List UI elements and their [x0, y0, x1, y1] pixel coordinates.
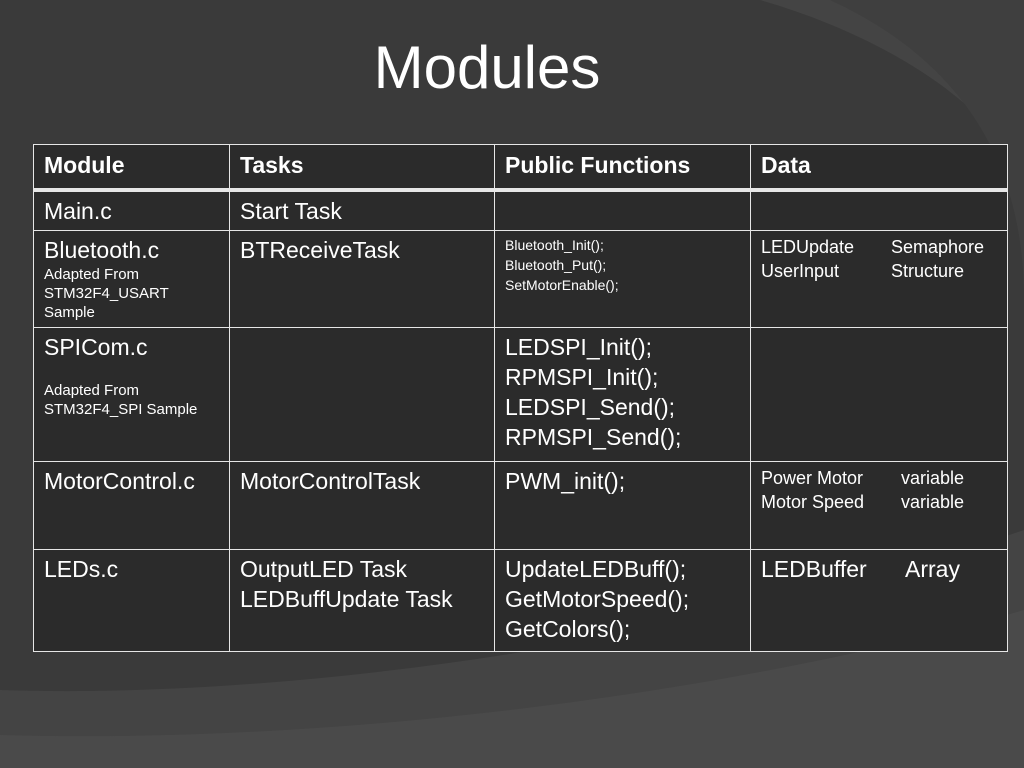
cell-module: MotorControl.c: [33, 460, 230, 550]
data-item: UserInput Structure: [761, 259, 998, 283]
header-tasks: Tasks: [229, 144, 495, 192]
function-item: RPMSPI_Init();: [505, 363, 659, 390]
module-name: Bluetooth.c: [44, 236, 160, 263]
cell-functions: Bluetooth_Init(); Bluetooth_Put(); SetMo…: [494, 229, 751, 328]
task-item: BTReceiveTask: [240, 236, 400, 263]
function-item: SetMotorEnable();: [505, 276, 619, 293]
data-type: Structure: [891, 260, 965, 281]
data-name: UserInput: [761, 260, 840, 281]
function-item: RPMSPI_Send();: [505, 423, 682, 450]
header-public-functions: Public Functions: [494, 144, 751, 192]
data-item: Motor Speed variable: [761, 490, 998, 514]
module-note: STM32F4_SPI Sample: [44, 400, 198, 418]
cell-tasks: BTReceiveTask: [229, 229, 495, 328]
data-item: Power Motor variable: [761, 466, 998, 490]
module-note: Adapted From: [44, 265, 140, 283]
cell-functions: UpdateLEDBuff(); GetMotorSpeed(); GetCol…: [494, 548, 751, 652]
task-item: Start Task: [240, 198, 342, 224]
function-item: LEDSPI_Init();: [505, 333, 652, 360]
cell-functions: [494, 189, 751, 231]
cell-tasks: OutputLED Task LEDBuffUpdate Task: [229, 548, 495, 652]
data-type: Semaphore: [891, 236, 985, 257]
module-note: Adapted From: [44, 381, 140, 399]
module-note: STM32F4_USART: [44, 284, 169, 302]
data-name: LEDUpdate: [761, 236, 855, 257]
function-item: Bluetooth_Put();: [505, 256, 607, 273]
cell-data: [750, 326, 1008, 462]
cell-tasks: MotorControlTask: [229, 460, 495, 550]
data-name: Motor Speed: [761, 491, 865, 512]
data-type: Array: [905, 555, 960, 582]
modules-table: Module Tasks Public Functions Data Main.…: [33, 144, 1008, 652]
function-item: Bluetooth_Init();: [505, 236, 604, 253]
data-type: variable: [901, 467, 965, 488]
function-item: GetColors();: [505, 615, 631, 642]
cell-data: Power Motor variable Motor Speed variabl…: [750, 460, 1008, 550]
header-data: Data: [750, 144, 1008, 192]
function-item: GetMotorSpeed();: [505, 585, 690, 612]
task-item: LEDBuffUpdate Task: [240, 585, 453, 612]
cell-data: LEDUpdate Semaphore UserInput Structure: [750, 229, 1008, 328]
module-name: MotorControl.c: [44, 467, 195, 494]
task-item: MotorControlTask: [240, 467, 421, 494]
table-row-main: Main.c Start Task: [33, 189, 1008, 231]
table-row-leds: LEDs.c OutputLED Task LEDBuffUpdate Task…: [33, 548, 1008, 652]
module-note: Sample: [44, 303, 95, 321]
cell-module: SPICom.c Adapted From STM32F4_SPI Sample: [33, 326, 230, 462]
cell-module: Bluetooth.c Adapted From STM32F4_USART S…: [33, 229, 230, 328]
table-row-bluetooth: Bluetooth.c Adapted From STM32F4_USART S…: [33, 229, 1008, 328]
table-row-motorcontrol: MotorControl.c MotorControlTask PWM_init…: [33, 460, 1008, 550]
cell-functions: PWM_init();: [494, 460, 751, 550]
table-row-spicom: SPICom.c Adapted From STM32F4_SPI Sample…: [33, 326, 1008, 462]
cell-tasks: [229, 326, 495, 462]
data-type: variable: [901, 491, 965, 512]
cell-data: LEDBuffer Array: [750, 548, 1008, 652]
data-item: LEDBuffer Array: [761, 554, 998, 584]
cell-tasks: Start Task: [229, 189, 495, 231]
module-name: LEDs.c: [44, 555, 119, 582]
function-item: LEDSPI_Send();: [505, 393, 676, 420]
module-name: Main.c: [44, 198, 112, 224]
cell-module: Main.c: [33, 189, 230, 231]
data-name: LEDBuffer: [761, 555, 867, 582]
module-name: SPICom.c: [44, 333, 148, 360]
data-item: LEDUpdate Semaphore: [761, 235, 998, 259]
task-item: OutputLED Task: [240, 555, 408, 582]
header-module: Module: [33, 144, 230, 192]
table-header-row: Module Tasks Public Functions Data: [33, 144, 1008, 192]
cell-module: LEDs.c: [33, 548, 230, 652]
function-item: PWM_init();: [505, 467, 626, 494]
cell-data: [750, 189, 1008, 231]
data-name: Power Motor: [761, 467, 864, 488]
cell-functions: LEDSPI_Init(); RPMSPI_Init(); LEDSPI_Sen…: [494, 326, 751, 462]
slide-title: Modules: [373, 34, 601, 101]
function-item: UpdateLEDBuff();: [505, 555, 687, 582]
